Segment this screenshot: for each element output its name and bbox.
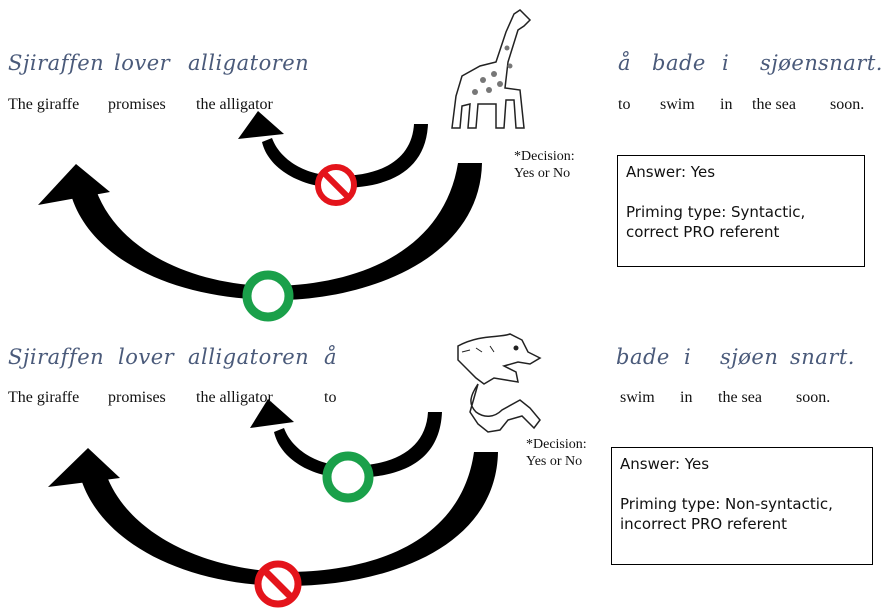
panel1-eng-word-8: soon.	[830, 96, 865, 113]
panel1-outer-ok-circle-icon	[242, 270, 294, 322]
panel2-eng-word-2: promises	[108, 389, 166, 406]
panel1-nor-word-2: lover	[114, 51, 171, 75]
panel1-eng-word-5: swim	[660, 96, 695, 113]
panel2-eng-word-8: soon.	[796, 389, 831, 406]
panel1-inner-arrow	[238, 111, 428, 188]
panel2-nor-word-7: sjøen	[720, 345, 779, 369]
panel1-eng-word-2: promises	[108, 96, 166, 113]
panel2-eng-word-4: to	[324, 389, 337, 406]
panel2-decision-note: *Decision: Yes or No	[526, 436, 587, 470]
panel2-eng-word-6: in	[680, 389, 693, 406]
panel2-nor-word-4: å	[324, 345, 338, 369]
panel1-nor-word-3: alligatoren	[188, 51, 310, 75]
panel1-eng-word-6: in	[720, 96, 733, 113]
panel1-answer: Answer: Yes	[626, 163, 716, 181]
panel2-eng-word-3: the alligator	[196, 389, 273, 406]
panel1-inner-prohibited-icon	[315, 164, 357, 206]
panel2-nor-word-8: snart.	[790, 345, 855, 369]
panel2-outer-prohibited-icon	[254, 560, 302, 608]
panel1-nor-word-4: å	[618, 51, 632, 75]
panel1-eng-word-4: to	[618, 96, 631, 113]
panel1-nor-word-8: snart.	[818, 51, 883, 75]
panel2-decision-line-2: Yes or No	[526, 454, 583, 469]
panel2-priming-line-2: incorrect PRO referent	[620, 515, 788, 533]
panel2-priming-line-1: Priming type: Non-syntactic,	[620, 495, 833, 513]
panel2-nor-word-1: Sjiraffen	[8, 345, 105, 369]
panel2-decision-line-1: *Decision:	[526, 437, 587, 452]
panel2-answer: Answer: Yes	[620, 455, 710, 473]
panel1-decision-line-2: Yes or No	[514, 166, 571, 181]
panel1-answer-box: Answer: Yes Priming type: Syntactic, cor…	[617, 155, 865, 267]
panel2-nor-word-3: alligatoren	[188, 345, 310, 369]
panel1-nor-word-7: sjøen	[760, 51, 819, 75]
panel2-nor-word-2: lover	[118, 345, 175, 369]
panel2-outer-arrow	[48, 448, 498, 586]
panel2-nor-word-6: i	[684, 345, 692, 369]
panel2-inner-arrow	[250, 399, 442, 478]
panel1-eng-word-7: the sea	[752, 96, 796, 113]
panel1-nor-word-6: i	[722, 51, 730, 75]
panel1-decision-line-1: *Decision:	[514, 149, 575, 164]
panel1-eng-word-1: The giraffe	[8, 96, 80, 113]
giraffe-icon	[451, 9, 532, 129]
panel2-eng-word-7: the sea	[718, 389, 762, 406]
panel1-eng-word-3: the alligator	[196, 96, 273, 113]
panel1-priming-line-2: correct PRO referent	[626, 223, 780, 241]
alligator-icon	[457, 333, 542, 433]
panel2-inner-ok-circle-icon	[322, 451, 374, 503]
panel2-eng-word-5: swim	[620, 389, 655, 406]
panel1-nor-word-5: bade	[652, 51, 706, 75]
panel1-decision-note: *Decision: Yes or No	[514, 148, 575, 182]
panel2-nor-word-5: bade	[616, 345, 670, 369]
panel2-eng-word-1: The giraffe	[8, 389, 80, 406]
panel1-outer-arrow	[38, 163, 482, 301]
panel2-answer-box: Answer: Yes Priming type: Non-syntactic,…	[611, 447, 873, 565]
panel1-nor-word-1: Sjiraffen	[8, 51, 105, 75]
panel1-priming-line-1: Priming type: Syntactic,	[626, 203, 806, 221]
